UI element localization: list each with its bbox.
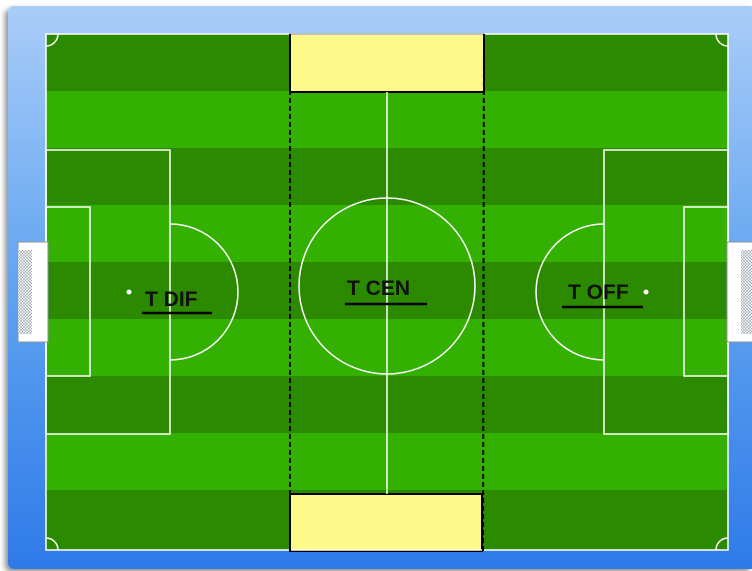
bottom-highlight-box <box>290 494 482 551</box>
right-penalty-spot <box>644 290 649 295</box>
zone-label-defense: T DIF <box>145 288 198 311</box>
zone-label-offense: T OFF <box>568 281 629 304</box>
left-goal <box>18 242 48 342</box>
left-penalty-spot <box>127 290 132 295</box>
top-highlight-box <box>290 34 484 92</box>
right-goal <box>727 242 752 342</box>
zone-label-center: T CEN <box>347 277 410 300</box>
